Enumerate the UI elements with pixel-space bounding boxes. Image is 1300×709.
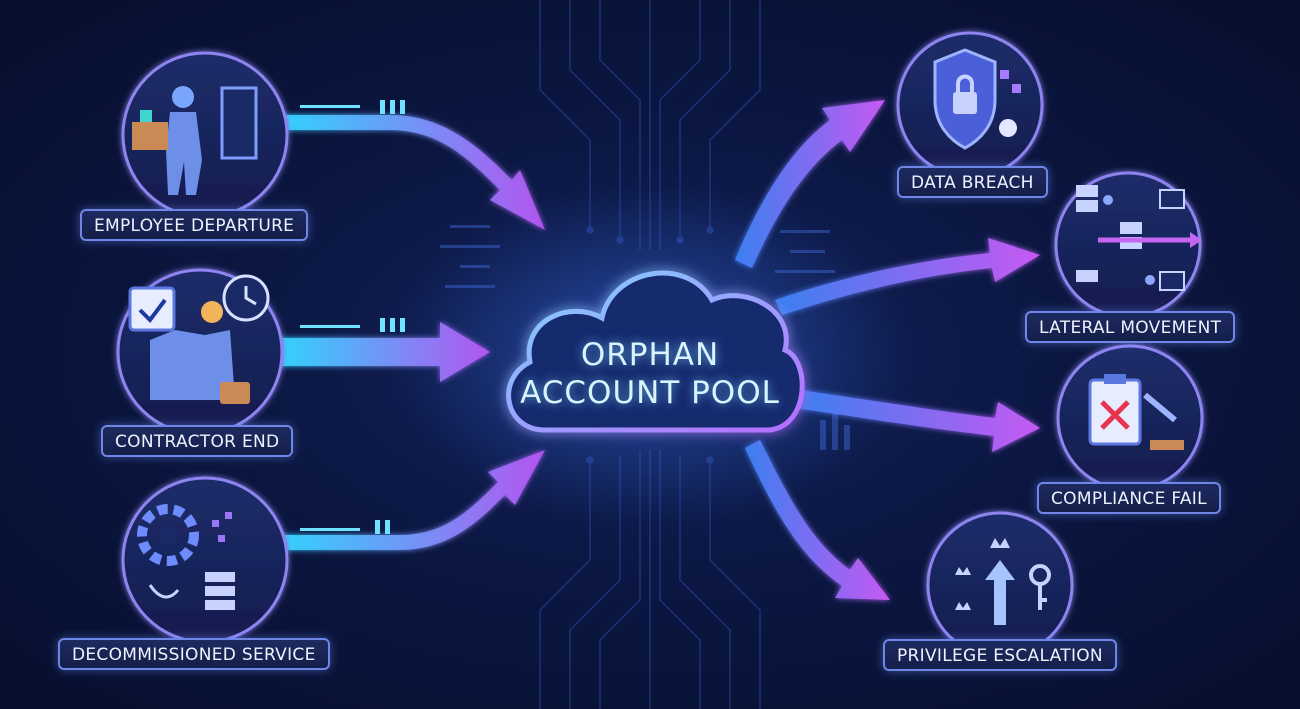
source-node-decommissioned — [121, 476, 289, 644]
orphan-account-pool-cloud — [506, 270, 805, 433]
arrow-employee-to-pool — [275, 115, 545, 230]
risk-label-compliance-fail: COMPLIANCE FAIL — [1037, 482, 1221, 514]
crown-key-escalation-icon — [955, 538, 1051, 625]
risk-label-privilege-escalation: PRIVILEGE ESCALATION — [883, 639, 1117, 671]
risk-label-data-breach: DATA BREACH — [897, 166, 1048, 198]
risk-node-privilege-escalation — [926, 511, 1074, 659]
risk-node-lateral-movement — [1054, 171, 1202, 319]
source-label-decommissioned-service: DECOMMISSIONED SERVICE — [58, 638, 330, 670]
source-node-contractor — [116, 268, 284, 436]
center-title-line1: ORPHAN — [580, 337, 720, 373]
source-label-employee-departure: EMPLOYEE DEPARTURE — [80, 209, 309, 241]
failed-clipboard-icon — [1088, 374, 1184, 450]
contractor-handshake-icon — [128, 274, 270, 404]
network-servers-icon — [1076, 185, 1202, 291]
arrow-pool-to-data-breach — [735, 100, 885, 268]
arrow-pool-to-privilege-escalation — [745, 440, 890, 600]
outgoing-arrows — [735, 100, 1040, 600]
broken-shield-lock-icon — [933, 48, 1021, 150]
decommissioned-server-icon — [137, 504, 235, 610]
arrow-speed-marks — [300, 100, 405, 534]
center-title: ORPHAN ACCOUNT POOL — [500, 336, 800, 412]
risk-label-lateral-movement: LATERAL MOVEMENT — [1025, 311, 1236, 343]
employee-leaving-icon — [132, 86, 258, 195]
source-label-contractor-end: CONTRACTOR END — [101, 425, 294, 457]
source-node-employee — [121, 51, 289, 219]
center-title-line2: ACCOUNT POOL — [520, 375, 780, 411]
incoming-arrows — [275, 115, 545, 550]
arrow-pool-to-lateral-movement — [775, 238, 1040, 315]
arrow-decommissioned-to-pool — [275, 450, 545, 550]
arrow-pool-to-compliance-fail — [795, 390, 1040, 452]
risk-node-data-breach — [896, 31, 1044, 179]
arrow-contractor-to-pool — [275, 322, 490, 382]
risk-node-compliance-fail — [1056, 344, 1204, 492]
